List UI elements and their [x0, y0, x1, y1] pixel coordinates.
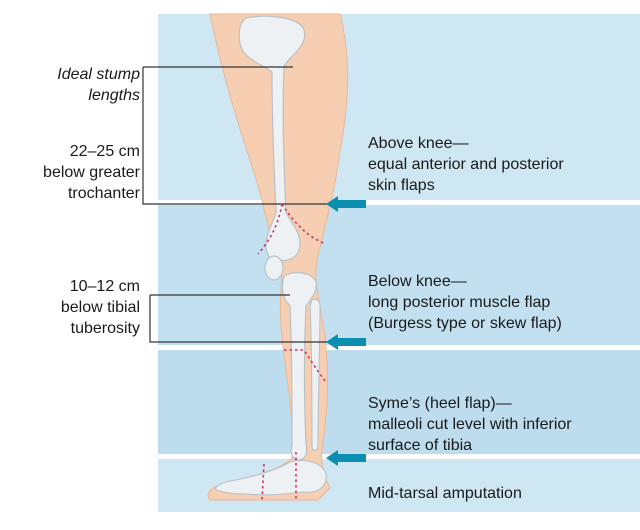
- below-knee-length-line-1: 10–12 cm: [0, 277, 140, 296]
- fibula-bone: [310, 299, 320, 450]
- above-knee-length-line-1: 22–25 cm: [0, 142, 140, 161]
- mid-tarsal-label: Mid-tarsal amputation: [368, 484, 640, 503]
- below-knee-label-line-1: Below knee—: [368, 272, 640, 291]
- below-knee-label-line-2: long posterior muscle flap: [368, 293, 640, 312]
- title-line-1: Ideal stump: [0, 65, 140, 84]
- above-knee-length-line-3: trochanter: [0, 184, 140, 203]
- patella-bone: [265, 256, 283, 280]
- above-knee-length-line-2: below greater: [0, 163, 140, 182]
- title-line-2: lengths: [0, 86, 140, 105]
- above-knee-label-line-3: skin flaps: [368, 176, 640, 195]
- symes-label-line-3: surface of tibia: [368, 436, 640, 455]
- below-knee-length-line-3: tuberosity: [0, 319, 140, 338]
- above-knee-label-line-2: equal anterior and posterior: [368, 155, 640, 174]
- below-knee-label-line-3: (Burgess type or skew flap): [368, 314, 640, 333]
- symes-label-line-2: malleoli cut level with inferior: [368, 415, 640, 434]
- below-knee-length-line-2: below tibial: [0, 298, 140, 317]
- above-knee-label-line-1: Above knee—: [368, 134, 640, 153]
- symes-label-line-1: Syme’s (heel flap)—: [368, 394, 640, 413]
